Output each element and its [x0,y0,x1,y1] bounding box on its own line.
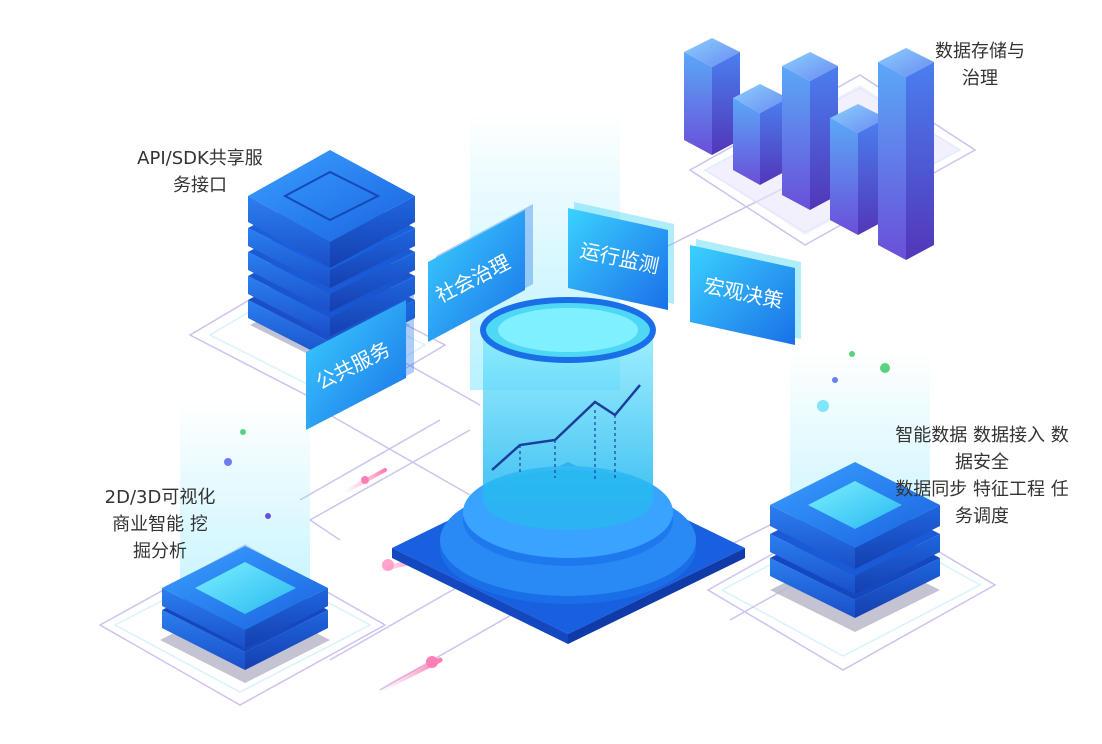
label-visualization: 2D/3D可视化 商业智能 挖 掘分析 [80,484,240,565]
label-api-sdk-line2: 务接口 [173,175,227,196]
label-visualization-line1: 2D/3D可视化 [104,487,216,508]
label-api-sdk: API/SDK共享服 务接口 [120,145,280,199]
label-smart-data-line3: 数据同步 特征工程 任 [895,479,1069,500]
label-data-storage-line2: 治理 [962,68,998,89]
smart-data-stack-icon [770,350,940,632]
tag-public-service: 公共服务 [306,294,414,430]
pink-streaks [343,468,443,693]
label-api-sdk-line1: API/SDK共享服 [137,148,263,169]
label-visualization-line2: 商业智能 挖 [112,514,208,535]
label-data-storage: 数据存储与 治理 [920,38,1040,92]
label-visualization-line3: 掘分析 [133,541,187,562]
tag-macro-decision: 宏观决策 [690,239,801,345]
bi-analysis-stack-icon [160,400,330,683]
label-smart-data-line4: 务调度 [955,506,1009,527]
storage-bars-icon [684,38,960,260]
central-data-cylinder-icon [392,110,745,644]
api-server-stack-icon [248,150,415,365]
label-data-storage-line1: 数据存储与 [935,41,1025,62]
label-smart-data-line1: 智能数据 数据接入 数 [895,425,1069,446]
label-smart-data-line2: 据安全 [955,452,1009,473]
tag-social-governance: 社会治理 [428,204,533,342]
label-smart-data: 智能数据 数据接入 数 据安全 数据同步 特征工程 任 务调度 [872,422,1092,530]
tag-operation-monitoring: 运行监测 [568,202,674,310]
